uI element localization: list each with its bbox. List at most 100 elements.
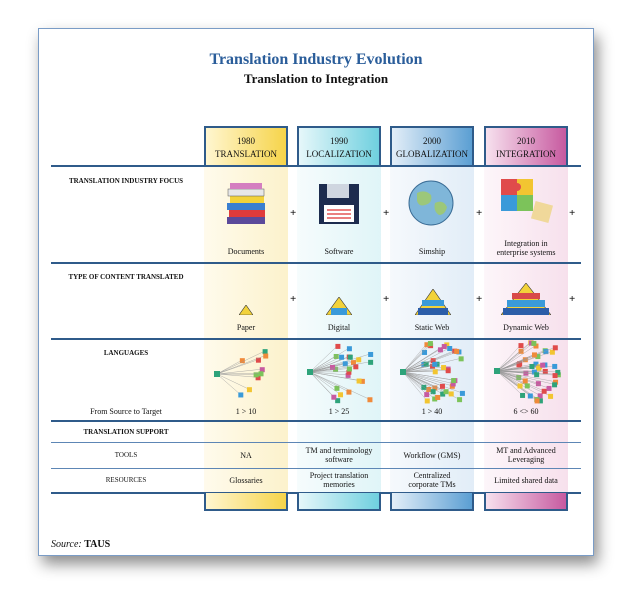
language-node — [534, 372, 540, 378]
divider — [51, 262, 581, 264]
divider — [51, 165, 581, 167]
divider — [51, 468, 581, 469]
source-node — [307, 369, 313, 375]
language-node — [432, 385, 438, 391]
languages-2000: 1 > 40 — [421, 407, 443, 416]
language-node — [424, 392, 430, 398]
row-label-tools: TOOLS — [114, 451, 138, 459]
language-node — [424, 342, 430, 348]
era-year: 1980 — [237, 136, 255, 146]
divider — [51, 420, 581, 422]
language-node — [338, 392, 344, 398]
language-node — [423, 361, 429, 367]
plus-sign: + — [476, 207, 483, 219]
language-network-icon — [214, 349, 269, 398]
language-node — [445, 368, 451, 374]
language-node — [356, 357, 362, 363]
page-title: Translation Industry Evolution — [209, 51, 423, 68]
language-node — [522, 378, 528, 384]
source-label: Source: — [51, 539, 82, 550]
language-node — [263, 353, 269, 359]
language-network-icon — [400, 341, 465, 404]
era-name: INTEGRATION — [496, 149, 556, 159]
language-node — [239, 358, 245, 364]
language-node — [443, 389, 449, 395]
language-node — [353, 364, 359, 370]
language-node — [345, 372, 351, 378]
language-node — [543, 349, 549, 355]
source-note: Source: TAUS — [51, 539, 110, 550]
language-node — [451, 378, 457, 384]
language-node — [542, 368, 548, 374]
pyramid-icon — [326, 297, 352, 315]
era-name: TRANSLATION — [215, 149, 277, 159]
language-node — [524, 383, 530, 389]
language-node — [331, 394, 337, 400]
document-page: Translation Industry Evolution Translati… — [38, 28, 594, 556]
language-node — [432, 396, 438, 402]
language-node — [534, 398, 540, 404]
plus-sign: + — [569, 207, 576, 219]
language-node — [330, 364, 336, 370]
language-node — [435, 394, 441, 400]
focus-1980: Documents — [227, 247, 265, 256]
language-network-icon — [307, 343, 374, 404]
source-node — [400, 369, 406, 375]
language-node — [517, 383, 523, 389]
row-label-support: TRANSLATION SUPPORT — [83, 428, 169, 436]
plus-sign: + — [476, 293, 483, 305]
plus-sign: + — [383, 207, 390, 219]
language-node — [536, 365, 542, 371]
focus-1990: Software — [324, 247, 354, 256]
language-node — [432, 369, 438, 375]
language-node — [347, 354, 353, 360]
language-node — [516, 362, 522, 368]
language-node — [459, 390, 465, 396]
language-node — [356, 378, 362, 384]
language-node — [549, 349, 555, 355]
language-node — [427, 341, 433, 347]
language-node — [444, 342, 450, 348]
languages-1990: 1 > 25 — [328, 407, 350, 416]
language-node — [262, 349, 268, 355]
language-node — [518, 348, 524, 354]
language-node — [552, 373, 558, 379]
language-node — [359, 378, 365, 384]
content-1980: Paper — [236, 323, 256, 332]
language-node — [552, 345, 558, 351]
divider — [51, 338, 581, 340]
language-node — [439, 383, 445, 389]
language-node — [450, 381, 456, 387]
language-node — [454, 348, 460, 354]
globe-icon — [408, 180, 454, 226]
divider — [51, 442, 581, 443]
resources-2000: Centralized corporate TMs — [408, 471, 456, 489]
language-node — [422, 349, 428, 355]
era-name: LOCALIZATION — [306, 149, 372, 159]
languages-1980: 1 > 10 — [235, 407, 257, 416]
language-node — [426, 387, 432, 393]
puzzle-icon — [501, 179, 554, 224]
language-node — [339, 354, 345, 360]
pyramid-icon — [415, 289, 451, 315]
era-name: GLOBALIZATION — [396, 149, 468, 159]
language-node — [368, 359, 374, 365]
language-node — [548, 393, 554, 399]
tools-1980: NA — [240, 451, 252, 460]
language-node — [238, 392, 244, 398]
focus-2000: Simship — [418, 247, 446, 256]
language-node — [541, 388, 547, 394]
language-node — [457, 397, 463, 403]
era-footer-2010 — [484, 493, 568, 511]
source-node — [214, 371, 220, 377]
language-node — [255, 375, 261, 381]
language-node — [430, 358, 436, 364]
plus-sign: + — [383, 293, 390, 305]
focus-2010: Integration in enterprise systems — [496, 239, 556, 257]
languages-2010: 6 <> 60 — [513, 407, 539, 416]
language-node — [367, 397, 373, 403]
language-node — [368, 351, 374, 357]
language-node — [529, 364, 535, 370]
language-node — [432, 361, 438, 367]
